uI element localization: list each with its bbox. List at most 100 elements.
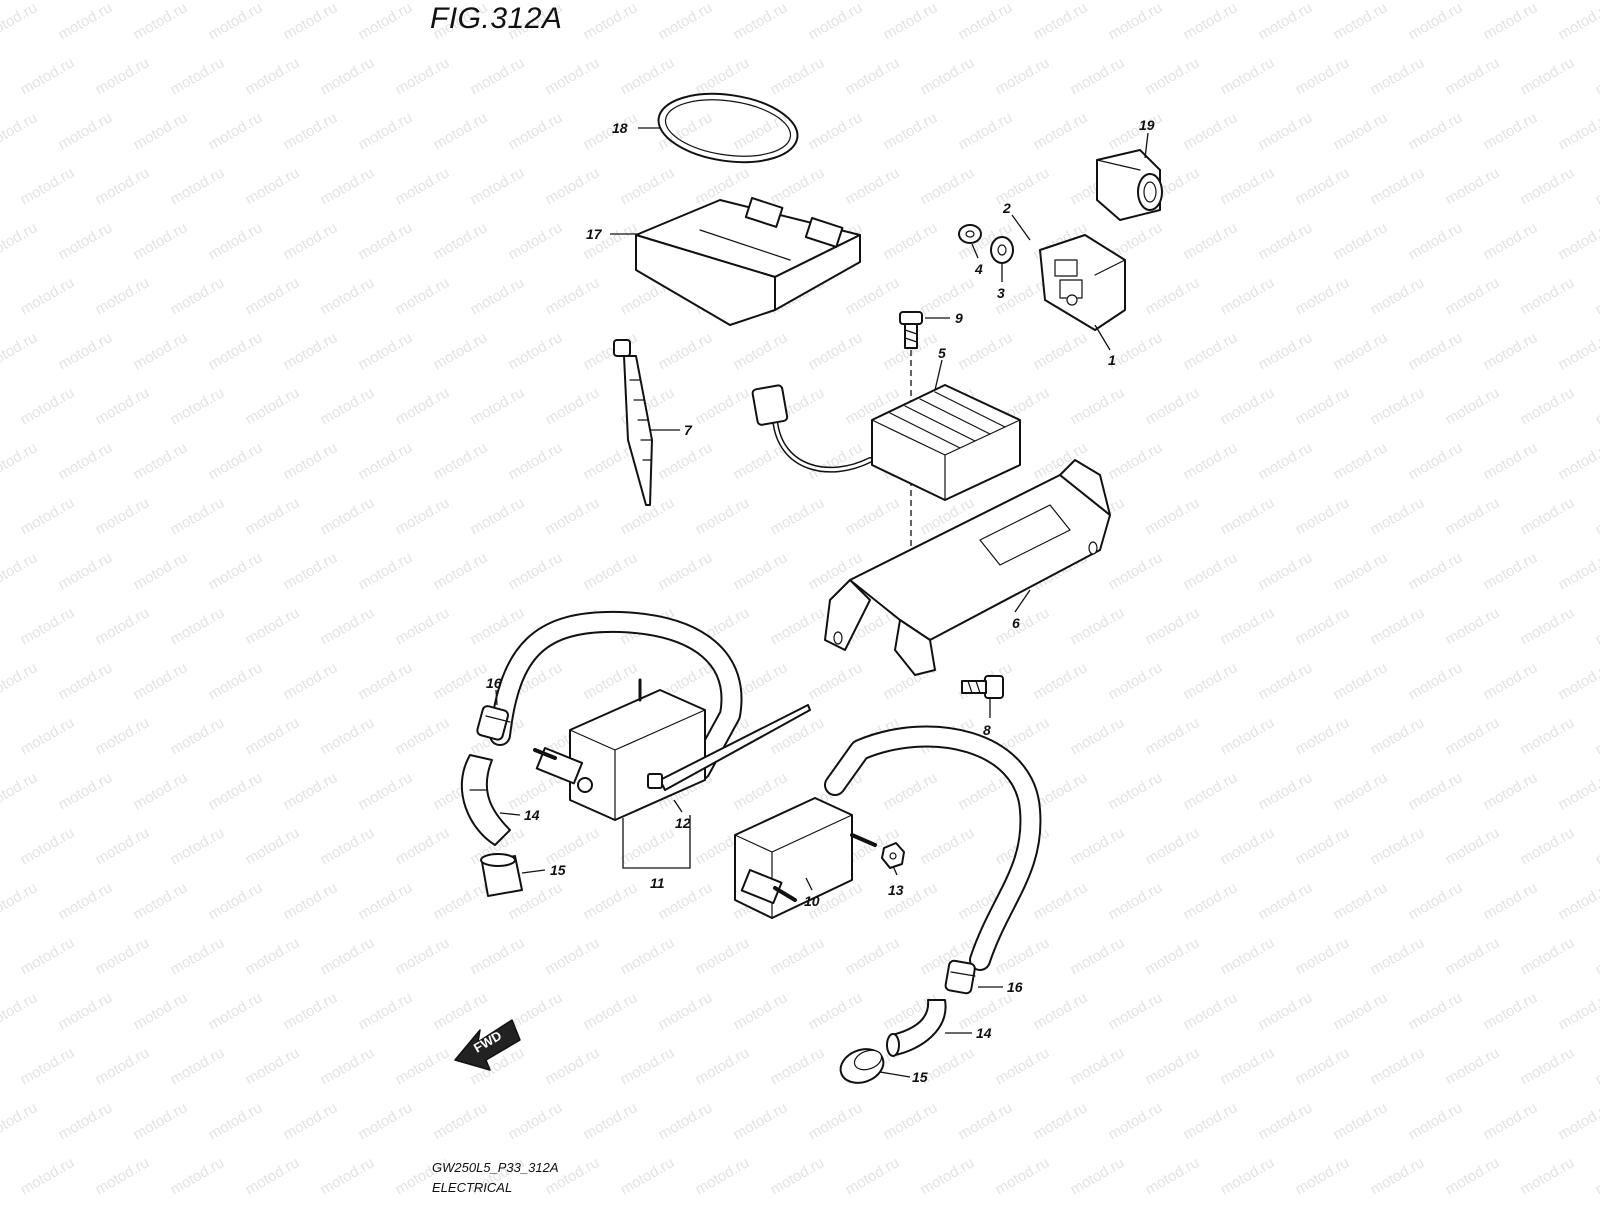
watermark-text: motod.ru [17, 604, 77, 648]
watermark-text: motod.ru [1330, 879, 1390, 923]
watermark-text: motod.ru [505, 549, 565, 593]
watermark-text: motod.ru [467, 274, 527, 318]
watermark-text: motod.ru [1067, 824, 1127, 868]
watermark-text: motod.ru [1555, 109, 1600, 153]
watermark-text: motod.ru [1367, 164, 1427, 208]
watermark-text: motod.ru [1555, 879, 1600, 923]
watermark-text: motod.ru [317, 54, 377, 98]
watermark-text: motod.ru [242, 1044, 302, 1088]
watermark-text: motod.ru [430, 659, 490, 703]
watermark-text: motod.ru [1292, 274, 1352, 318]
watermark-text: motod.ru [1480, 329, 1540, 373]
watermark-text: motod.ru [1592, 1154, 1600, 1198]
watermark-text: motod.ru [580, 109, 640, 153]
watermark-text: motod.ru [542, 54, 602, 98]
watermark-text: motod.ru [880, 769, 940, 813]
watermark-text: motod.ru [805, 659, 865, 703]
watermark-text: motod.ru [730, 549, 790, 593]
watermark-text: motod.ru [0, 769, 40, 813]
watermark-text: motod.ru [1217, 494, 1277, 538]
watermark-text: motod.ru [767, 164, 827, 208]
watermark-text: motod.ru [92, 934, 152, 978]
watermark-text: motod.ru [430, 989, 490, 1033]
footer-section-name: ELECTRICAL [432, 1180, 513, 1195]
watermark-text: motod.ru [1180, 549, 1240, 593]
watermark-text: motod.ru [542, 274, 602, 318]
watermark-text: motod.ru [1517, 274, 1577, 318]
watermark-text: motod.ru [280, 659, 340, 703]
watermark-text: motod.ru [130, 659, 190, 703]
watermark-text: motod.ru [1592, 1044, 1600, 1088]
watermark-text: motod.ru [1180, 109, 1240, 153]
watermark-text: motod.ru [1292, 384, 1352, 428]
callout-10: 10 [804, 893, 820, 909]
watermark-text: motod.ru [280, 439, 340, 483]
watermark-text: motod.ru [242, 494, 302, 538]
watermark-text: motod.ru [1255, 0, 1315, 43]
watermark-text: motod.ru [655, 549, 715, 593]
watermark-text: motod.ru [167, 714, 227, 758]
watermark-text: motod.ru [1217, 54, 1277, 98]
watermark-text: motod.ru [0, 879, 40, 923]
watermark-text: motod.ru [1367, 1154, 1427, 1198]
watermark-text: motod.ru [1292, 494, 1352, 538]
watermark-text: motod.ru [1180, 879, 1240, 923]
watermark-text: motod.ru [730, 989, 790, 1033]
watermark-text: motod.ru [1367, 54, 1427, 98]
watermark-text: motod.ru [55, 879, 115, 923]
watermark-text: motod.ru [467, 604, 527, 648]
part-14-plug-cap-right [886, 999, 947, 1057]
watermark-text: motod.ru [1142, 274, 1202, 318]
watermark-text: motod.ru [1442, 1044, 1502, 1088]
watermark-text: motod.ru [0, 329, 40, 373]
watermark-text: motod.ru [1105, 879, 1165, 923]
watermark-text: motod.ru [1405, 769, 1465, 813]
watermark-text: motod.ru [1517, 494, 1577, 538]
watermark-text: motod.ru [92, 714, 152, 758]
watermark-text: motod.ru [805, 109, 865, 153]
part-15-boot-left [480, 853, 523, 897]
watermark-text: motod.ru [55, 329, 115, 373]
watermark-text: motod.ru [1217, 384, 1277, 428]
callout-13: 13 [888, 882, 904, 898]
watermark-text: motod.ru [317, 934, 377, 978]
watermark-text: motod.ru [1105, 659, 1165, 703]
watermark-text: motod.ru [317, 384, 377, 428]
watermark-text: motod.ru [1405, 219, 1465, 263]
watermark-text: motod.ru [655, 1099, 715, 1143]
watermark-text: motod.ru [130, 1099, 190, 1143]
part-17-ecu [635, 197, 861, 326]
callout-3: 3 [997, 285, 1005, 301]
watermark-text: motod.ru [1517, 164, 1577, 208]
callout-9: 9 [955, 310, 963, 326]
watermark-text: motod.ru [167, 824, 227, 868]
watermark-text: motod.ru [1067, 1044, 1127, 1088]
watermark-text: motod.ru [1030, 109, 1090, 153]
watermark-text: motod.ru [1480, 439, 1540, 483]
callout-17: 17 [586, 226, 603, 242]
watermark-text: motod.ru [317, 274, 377, 318]
watermark-text: motod.ru [242, 934, 302, 978]
watermark-text: motod.ru [92, 604, 152, 648]
watermark-text: motod.ru [205, 439, 265, 483]
watermark-text: motod.ru [1292, 1044, 1352, 1088]
watermark-text: motod.ru [1405, 109, 1465, 153]
watermark-text: motod.ru [467, 54, 527, 98]
watermark-text: motod.ru [355, 109, 415, 153]
watermark-text: motod.ru [1217, 934, 1277, 978]
part-6-bracket [824, 459, 1111, 676]
watermark-text: motod.ru [130, 109, 190, 153]
watermark-text: motod.ru [355, 0, 415, 43]
watermark-text: motod.ru [55, 439, 115, 483]
watermark-text: motod.ru [1517, 714, 1577, 758]
watermark-text: motod.ru [1030, 659, 1090, 703]
watermark-text: motod.ru [1442, 604, 1502, 648]
watermark-text: motod.ru [92, 164, 152, 208]
watermark-text: motod.ru [1480, 0, 1540, 43]
part-16-grommet-right [944, 959, 976, 995]
watermark-text: motod.ru [880, 219, 940, 263]
watermark-text: motod.ru [1180, 329, 1240, 373]
watermark-text: motod.ru [1330, 1099, 1390, 1143]
watermark-text: motod.ru [280, 549, 340, 593]
